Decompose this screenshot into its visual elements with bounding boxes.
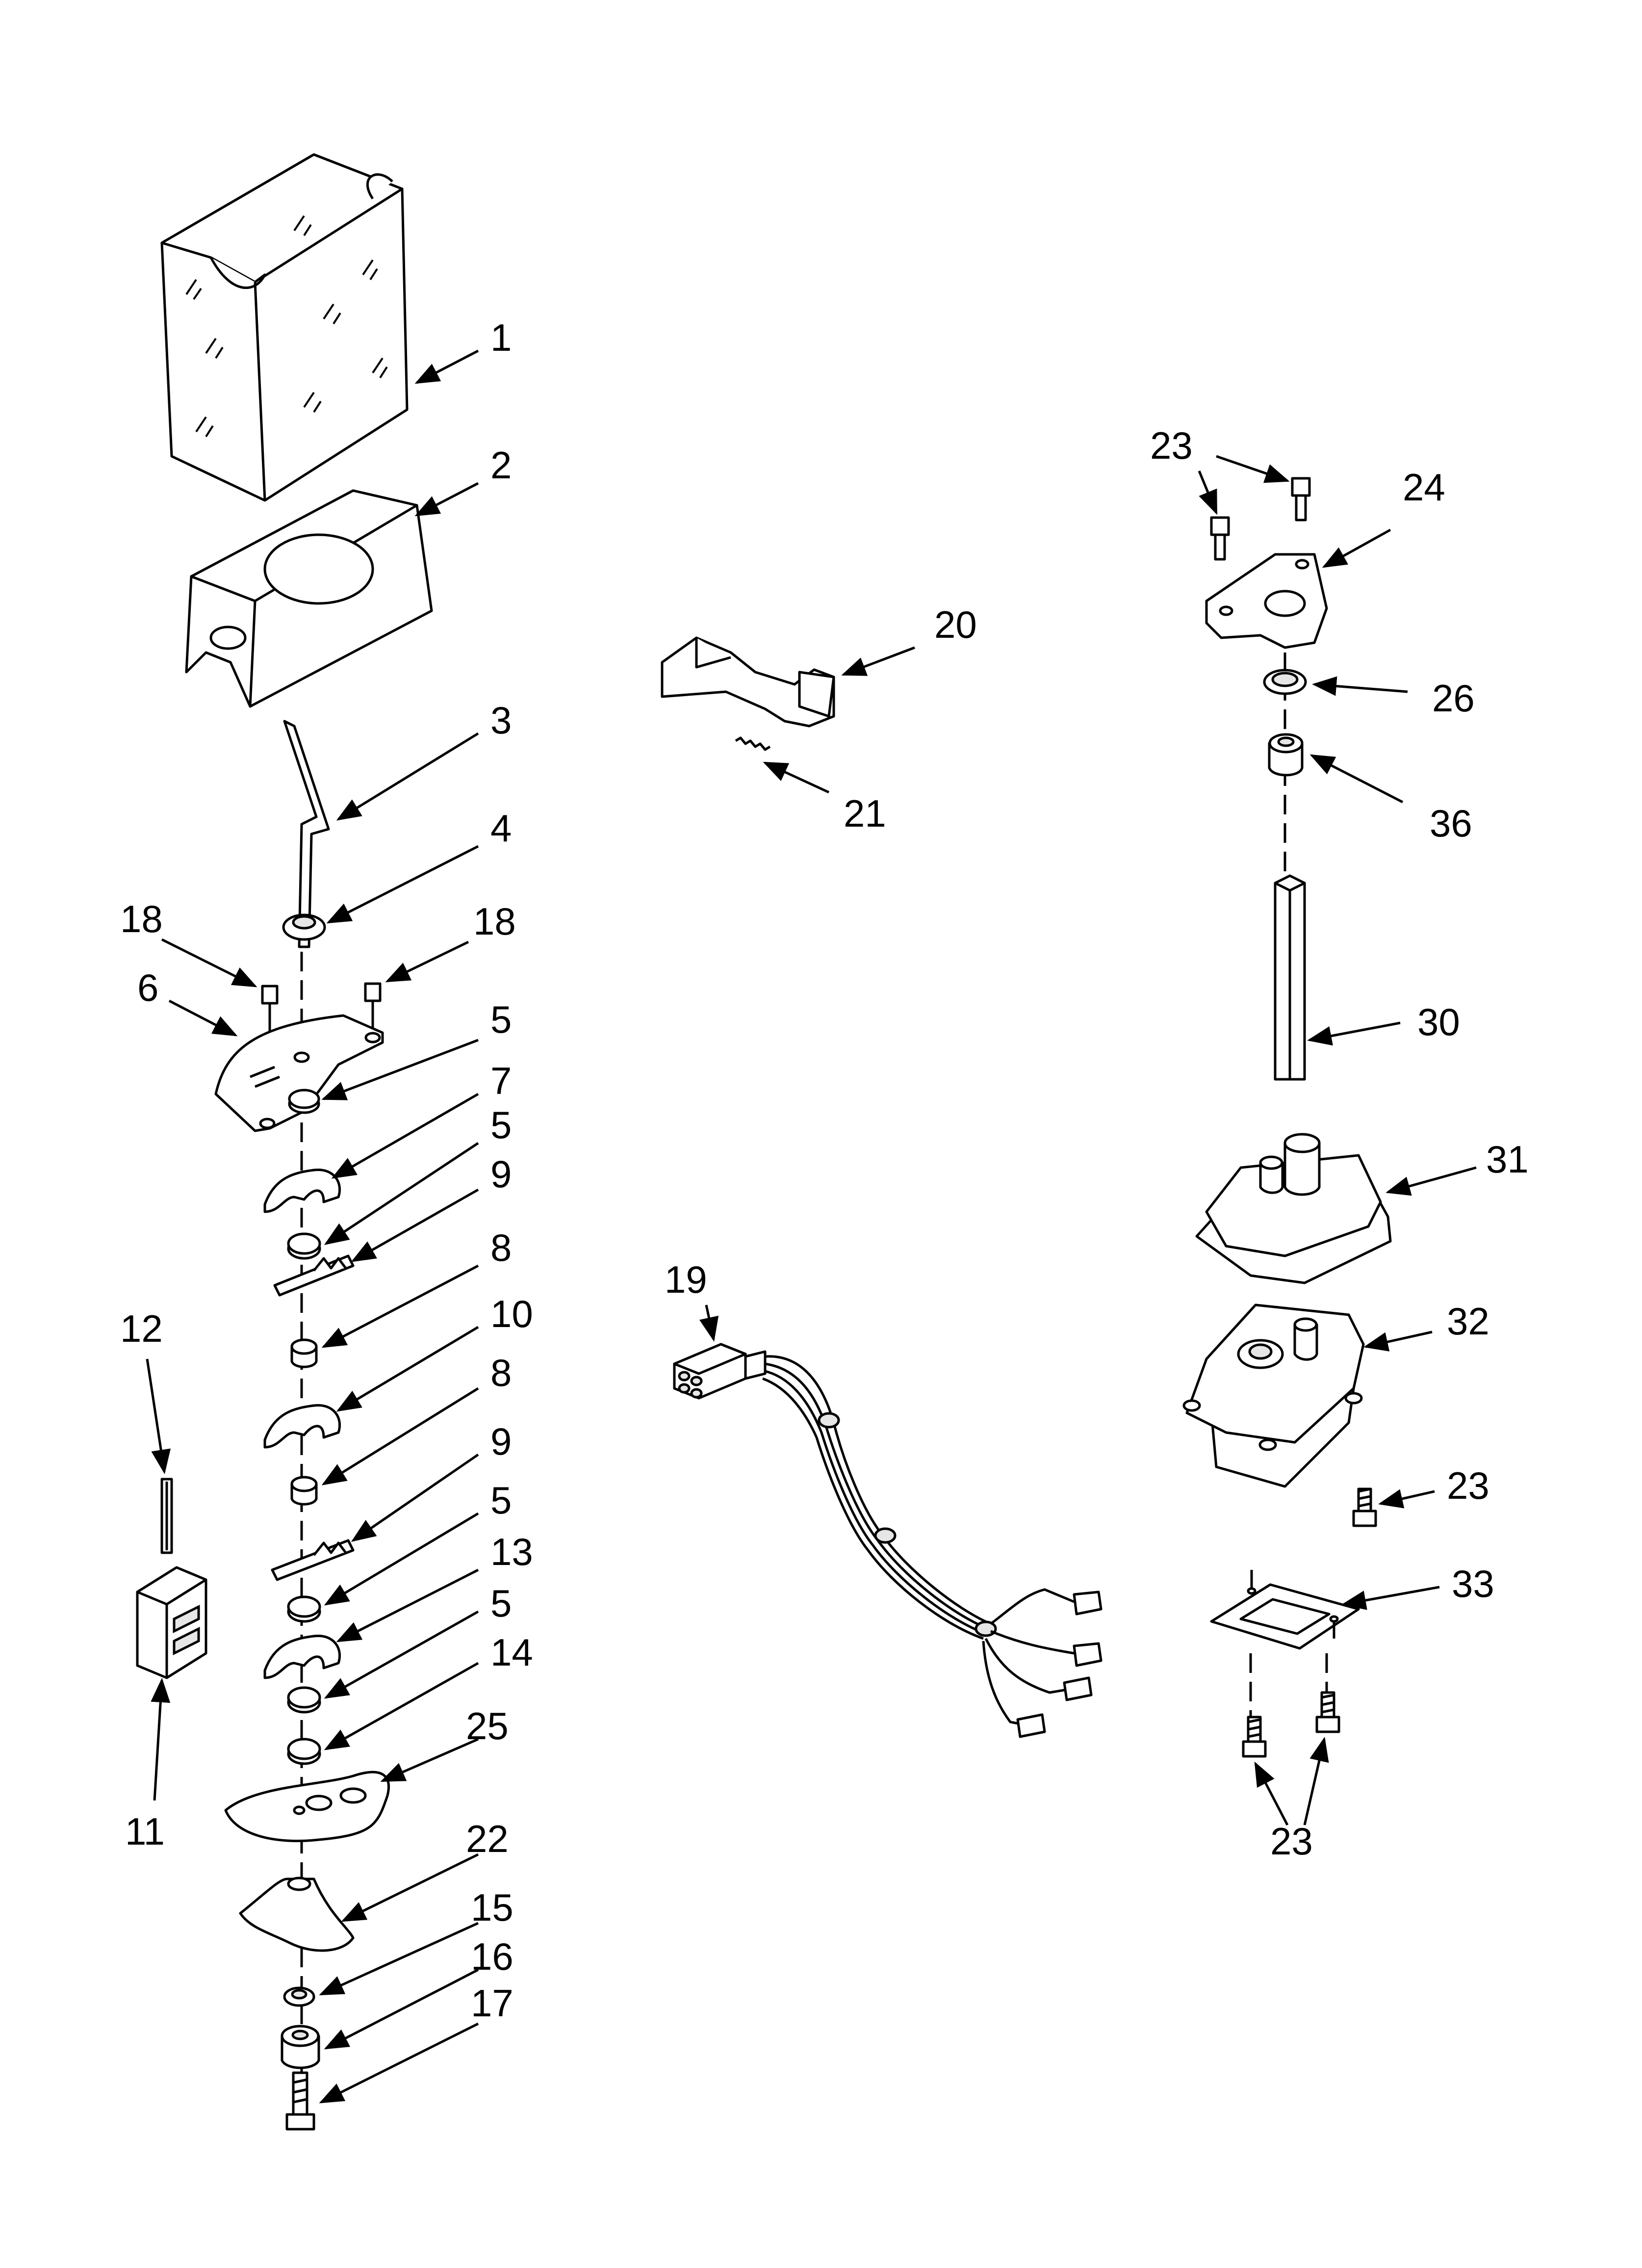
callout-17: 17 xyxy=(471,1981,513,2025)
auger-housing-part xyxy=(185,489,433,708)
drive-shaft-part-30 xyxy=(1274,874,1306,1081)
gasket-part-33 xyxy=(1210,1570,1360,1650)
callout-5d: 5 xyxy=(490,1582,512,1625)
motor-bracket-part-24 xyxy=(1205,553,1328,649)
callout-8b: 8 xyxy=(490,1351,512,1394)
callout-24: 24 xyxy=(1403,466,1445,509)
pin-part-12 xyxy=(160,1478,173,1554)
callout-26: 26 xyxy=(1432,677,1475,720)
callout-5b: 5 xyxy=(490,1103,512,1147)
screw-part-17 xyxy=(285,2071,315,2131)
ice-bucket-part xyxy=(160,153,409,502)
callout-18-left: 18 xyxy=(120,897,163,940)
callout-15: 15 xyxy=(471,1886,513,1929)
mounting-plate-part xyxy=(214,1014,384,1132)
callout-9b: 9 xyxy=(490,1420,512,1463)
block-part-11 xyxy=(136,1566,207,1679)
callout-25: 25 xyxy=(466,1704,509,1747)
crusher-blade-part-13 xyxy=(263,1634,341,1679)
callout-5a: 5 xyxy=(490,998,512,1041)
nut-part-16 xyxy=(281,2025,320,2069)
callout-4: 4 xyxy=(490,807,512,850)
gearbox-cover-part-31 xyxy=(1195,1133,1392,1284)
callout-13: 13 xyxy=(490,1530,533,1573)
callout-12: 12 xyxy=(120,1307,163,1350)
motor-part-32 xyxy=(1182,1303,1365,1488)
spacer-part-8a xyxy=(290,1338,318,1368)
screw-part-left xyxy=(261,985,279,1035)
callout-18-right: 18 xyxy=(473,900,516,943)
screw-part-23-bottom-left xyxy=(1242,1716,1267,1758)
spacer-part-b xyxy=(287,1232,321,1260)
spacer-part-8b xyxy=(290,1476,318,1506)
callout-21: 21 xyxy=(844,792,886,835)
screw-part-23-mid xyxy=(1352,1487,1377,1527)
crusher-blade-part-10 xyxy=(263,1404,341,1449)
callout-36: 36 xyxy=(1430,802,1472,845)
bearing-part-36 xyxy=(1268,733,1304,777)
callout-3: 3 xyxy=(490,699,512,742)
washer-part-15 xyxy=(283,1986,315,2007)
callout-7: 7 xyxy=(490,1059,512,1102)
auger-rod-part xyxy=(283,720,330,948)
callout-20: 20 xyxy=(934,603,977,646)
callout-6: 6 xyxy=(137,966,158,1009)
spacer-part-a xyxy=(288,1089,320,1114)
callout-31: 31 xyxy=(1486,1138,1529,1181)
callout-5c: 5 xyxy=(490,1479,512,1522)
washer-part-26 xyxy=(1263,669,1307,695)
callout-23-mid: 23 xyxy=(1447,1464,1489,1507)
spacer-part-c xyxy=(287,1595,321,1623)
cover-plate-part-25 xyxy=(224,1771,390,1842)
switch-bracket-part-20 xyxy=(661,636,835,728)
spacer-part-14 xyxy=(287,1738,321,1765)
callout-9a: 9 xyxy=(490,1152,512,1196)
callout-14: 14 xyxy=(490,1631,533,1674)
callout-19: 19 xyxy=(665,1258,707,1301)
impeller-part-22 xyxy=(239,1877,355,1952)
callout-33: 33 xyxy=(1452,1562,1494,1605)
callout-10: 10 xyxy=(490,1292,533,1335)
callout-22: 22 xyxy=(466,1817,509,1860)
callout-30: 30 xyxy=(1417,1000,1460,1043)
callout-32: 32 xyxy=(1447,1300,1489,1343)
spacer-part-d xyxy=(287,1686,321,1714)
crusher-blade-part-9a xyxy=(273,1254,355,1297)
screw-part-23-top-right xyxy=(1291,477,1311,521)
crusher-blade-part-7 xyxy=(263,1168,341,1213)
screw-part-23-top-left xyxy=(1210,516,1230,561)
callout-16: 16 xyxy=(471,1935,513,1978)
crusher-blade-part-9b xyxy=(271,1539,355,1581)
bushing-part xyxy=(282,913,326,941)
screw-part-23-bottom-right xyxy=(1315,1691,1340,1733)
callout-11: 11 xyxy=(125,1810,165,1853)
callout-23-top: 23 xyxy=(1150,424,1193,467)
callout-23-bottom: 23 xyxy=(1270,1820,1313,1863)
callout-8a: 8 xyxy=(490,1226,512,1269)
callout-1: 1 xyxy=(490,316,512,359)
callout-2: 2 xyxy=(490,443,512,487)
wire-harness-part-19 xyxy=(673,1343,1103,1738)
spring-part-21 xyxy=(735,736,771,751)
